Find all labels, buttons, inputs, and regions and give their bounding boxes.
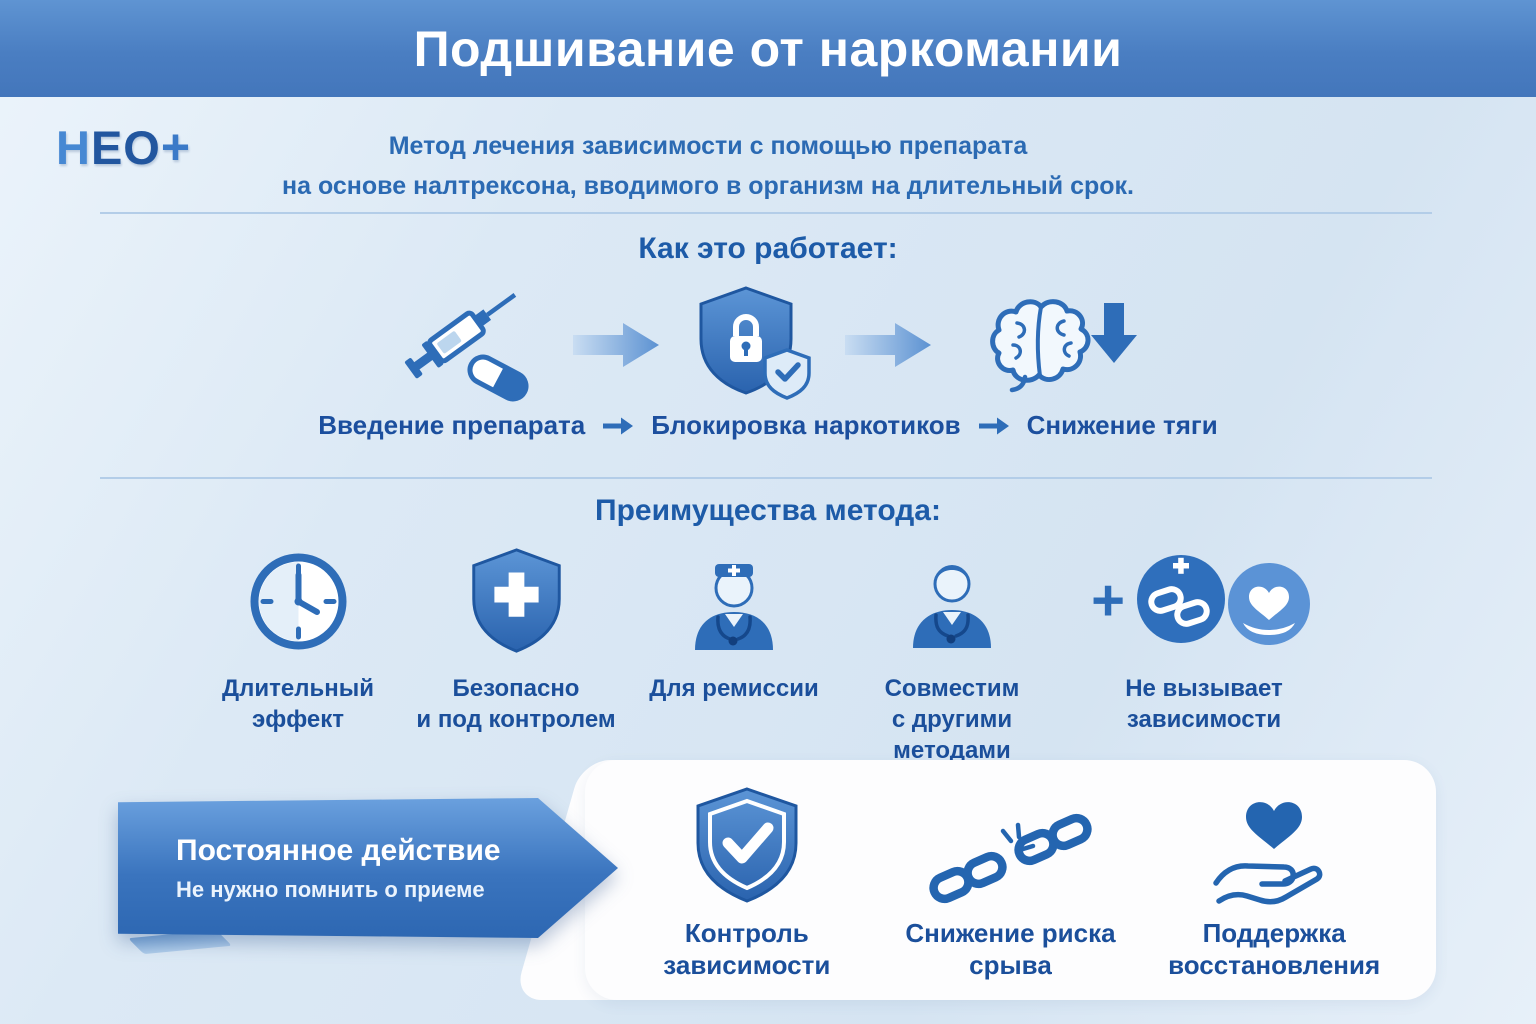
icon-box xyxy=(464,545,569,657)
arrow-right-icon xyxy=(845,323,931,367)
plus-chain-heart-icon: + xyxy=(1091,549,1317,653)
icon-box xyxy=(923,779,1098,905)
logo-letters: ЕО xyxy=(90,121,161,174)
icon-box xyxy=(246,545,351,657)
clinic-logo: НЕО+ xyxy=(56,118,191,176)
logo-plus: + xyxy=(160,119,192,175)
icon-box xyxy=(896,545,1008,657)
brain-arrow-down-icon xyxy=(990,299,1137,393)
icon-box xyxy=(1204,779,1344,905)
ribbon-shape: Постоянное действие Не нужно помнить о п… xyxy=(118,798,618,938)
step-label: Блокировка наркотиков xyxy=(651,410,961,440)
logo-letter: Н xyxy=(56,121,91,174)
arrow-right-small-icon xyxy=(978,417,1009,434)
syringe-pill-icon xyxy=(404,293,529,402)
how-it-works-icons-row xyxy=(0,282,1536,408)
result-item: Поддержка восстановления xyxy=(1148,779,1401,982)
advantage-item: Длительный эффект xyxy=(198,545,398,735)
divider xyxy=(100,212,1432,214)
shield-lock-icon xyxy=(699,286,811,400)
results-panel: Контроль зависимости xyxy=(585,760,1436,1000)
result-label: Снижение риска срыва xyxy=(905,917,1116,981)
doctor-icon xyxy=(913,565,991,648)
step-label: Снижение тяги xyxy=(1026,410,1218,440)
header-banner: Подшивание от наркомании xyxy=(0,0,1536,97)
step-label: Введение препарата xyxy=(318,410,586,440)
advantage-label: Безопасно и под контролем xyxy=(416,675,616,734)
result-label: Поддержка восстановления xyxy=(1168,917,1381,981)
arrow-right-small-icon xyxy=(603,417,634,434)
advantage-label: Для ремиссии xyxy=(649,675,819,702)
page-title: Подшивание от наркомании xyxy=(413,20,1123,77)
clock-icon xyxy=(250,553,346,649)
shield-cross-icon xyxy=(471,547,561,653)
hand-heart-icon xyxy=(1213,801,1323,904)
how-it-works-labels-row: Введение препарата Блокировка наркотиков… xyxy=(0,410,1536,441)
result-label: Контроль зависимости xyxy=(663,917,831,981)
result-item: Контроль зависимости xyxy=(620,779,873,982)
advantage-item: Совместим с другими методами xyxy=(852,545,1052,767)
intro-description: Метод лечения зависимости с помощью преп… xyxy=(282,132,1134,200)
advantage-label: Не вызывает зависимости xyxy=(1125,675,1283,734)
ribbon-banner: Постоянное действие Не нужно помнить о п… xyxy=(118,798,618,938)
broken-chain-icon xyxy=(929,813,1092,903)
divider xyxy=(100,477,1432,479)
advantages-row: Длительный эффект Безопасно и под контро… xyxy=(0,545,1536,767)
advantage-label: Длительный эффект xyxy=(222,675,374,734)
icon-box: + xyxy=(1091,545,1317,657)
bottom-section: Контроль зависимости xyxy=(0,758,1536,1008)
icon-box xyxy=(688,779,806,905)
arrow-right-icon xyxy=(573,323,659,367)
result-item: Снижение риска срыва xyxy=(884,779,1137,982)
chain-heart-circles-icon xyxy=(1136,555,1310,645)
advantage-item: Для ремиссии xyxy=(634,545,834,704)
advantages-title: Преимущества метода: xyxy=(595,494,941,527)
doctor-cap-icon xyxy=(695,564,773,650)
plus-icon: + xyxy=(1091,568,1125,633)
advantage-item: Безопасно и под контролем xyxy=(416,545,616,735)
icon-box xyxy=(678,545,790,657)
shield-check-icon xyxy=(696,786,798,903)
ribbon-title: Постоянное действие xyxy=(176,833,501,867)
how-it-works-title: Как это работает: xyxy=(638,232,898,265)
advantage-label: Совместим с другими методами xyxy=(884,675,1020,765)
ribbon-subtitle: Не нужно помнить о приеме xyxy=(176,876,485,902)
advantage-item: + Не вызывает зависимо xyxy=(1070,545,1338,735)
